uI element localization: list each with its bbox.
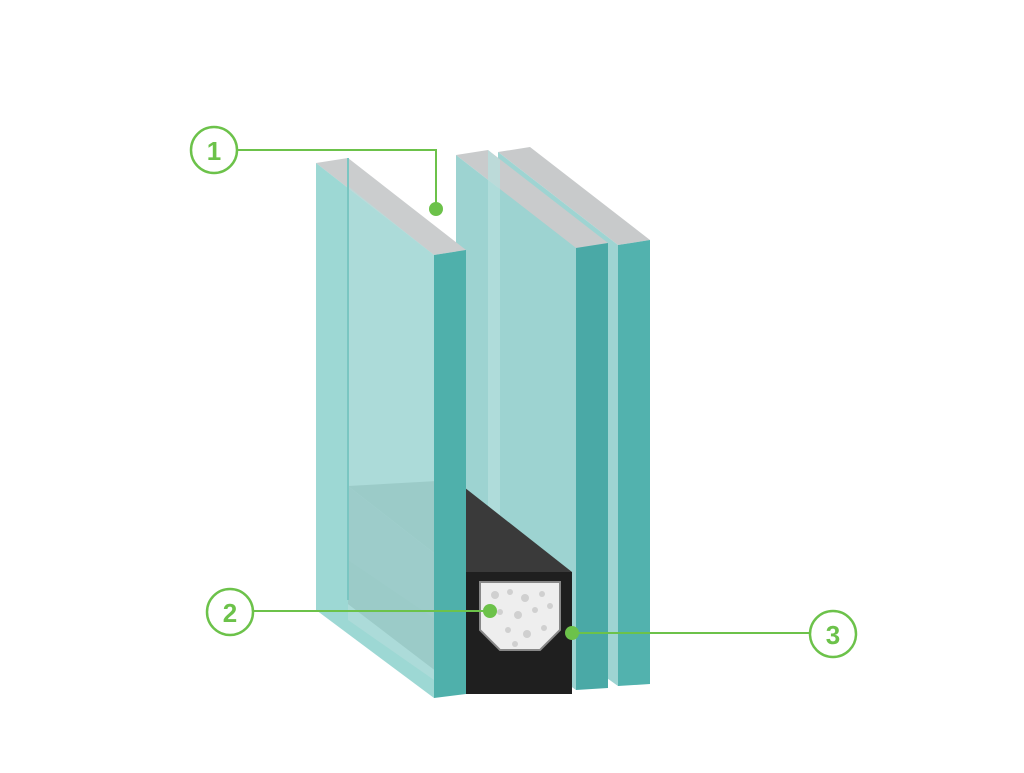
callout-3-label: 3 xyxy=(826,620,840,650)
callout-1-circle xyxy=(189,125,239,175)
glass-pane-middle-edge xyxy=(576,243,608,690)
callout-1-dot xyxy=(429,202,443,216)
glass-pane-front xyxy=(316,158,466,698)
callout-1-label: 1 xyxy=(207,136,221,166)
callout-leaders xyxy=(238,149,810,634)
callout-3: 3 xyxy=(808,609,858,659)
callout-2-label: 2 xyxy=(223,598,237,628)
callout-2-circle xyxy=(205,587,255,637)
callout-3-dot xyxy=(565,626,579,640)
glass-pane-front-inner xyxy=(348,186,434,680)
callout-2: 2 xyxy=(205,587,255,637)
callout-1: 1 xyxy=(189,125,239,175)
callout-2-dot xyxy=(483,604,497,618)
glass-pane-front-edge xyxy=(434,250,466,698)
glass-pane-front-top xyxy=(316,158,466,255)
glass-pane-rear-edge xyxy=(618,240,650,686)
callout-3-circle xyxy=(808,609,858,659)
glass-pane-middle-highlight xyxy=(488,150,500,560)
callout-1-leader xyxy=(238,149,437,208)
desiccant-icon xyxy=(491,589,553,647)
glass-pane-rear-top xyxy=(498,147,650,245)
